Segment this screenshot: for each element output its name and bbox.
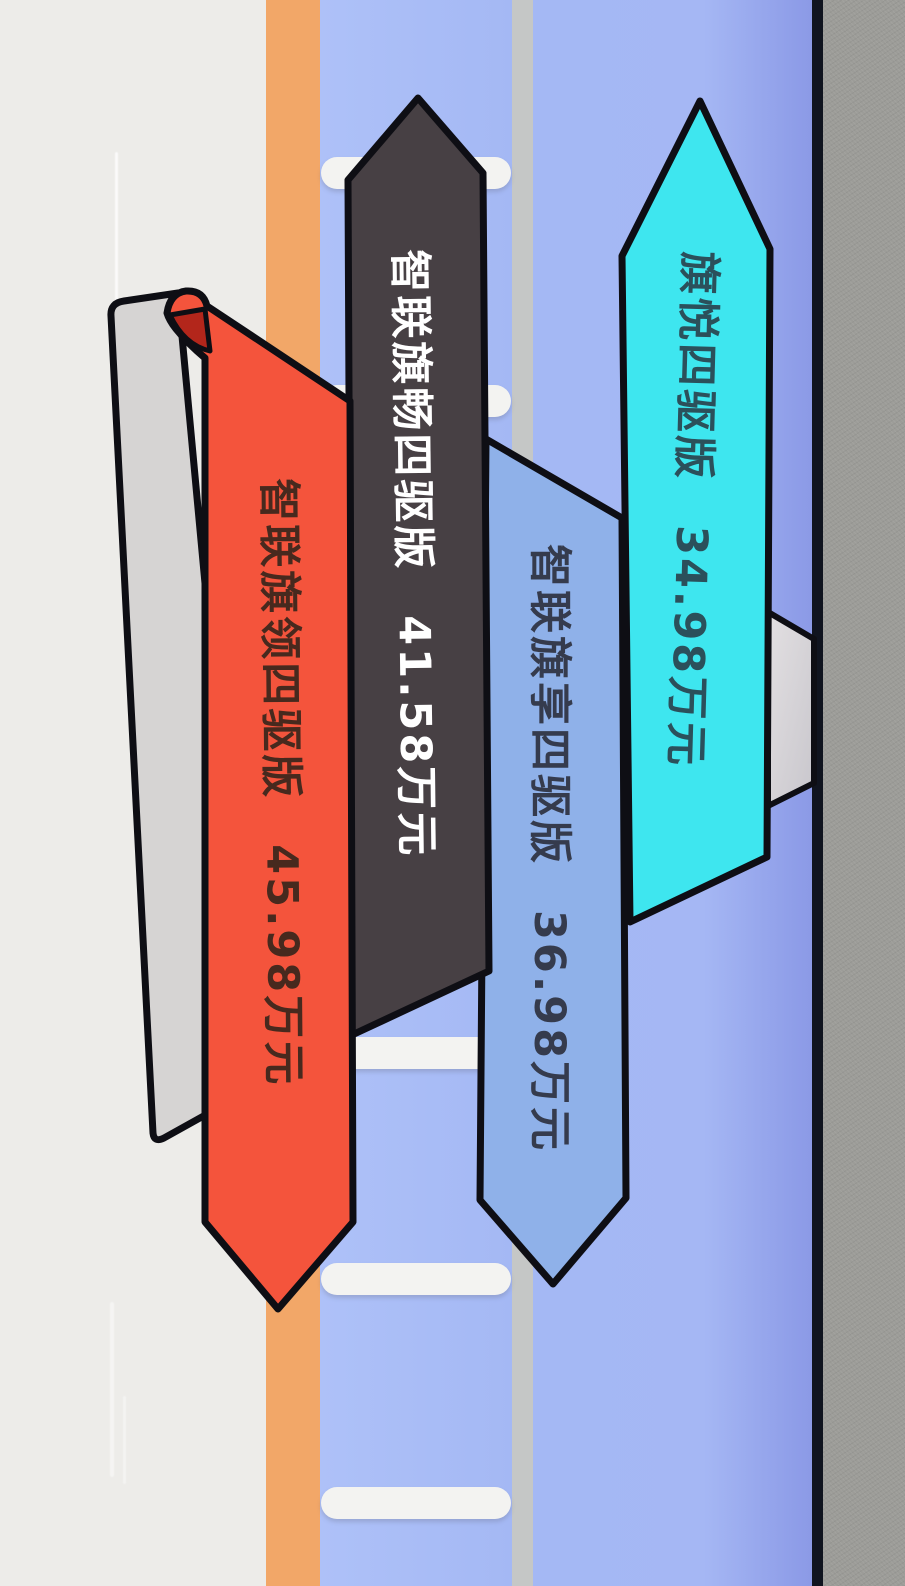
pavement-highlight-streak	[115, 152, 118, 300]
lane-dash	[321, 1487, 511, 1519]
pavement-highlight-streak	[123, 1396, 126, 1484]
cyan-ribbon-fold	[765, 609, 817, 809]
roadside-gray-area	[823, 0, 905, 1586]
banner-arrow-zhilian-qichang	[344, 94, 493, 1039]
road-curb-line	[812, 0, 823, 1586]
lane-dash	[321, 1263, 511, 1295]
banner-arrow-zhilian-qixiang	[476, 435, 630, 1288]
pavement-highlight-streak	[110, 1302, 114, 1477]
ribbon-curl-fold	[167, 306, 213, 354]
banner-arrow-qiyue	[618, 97, 774, 926]
